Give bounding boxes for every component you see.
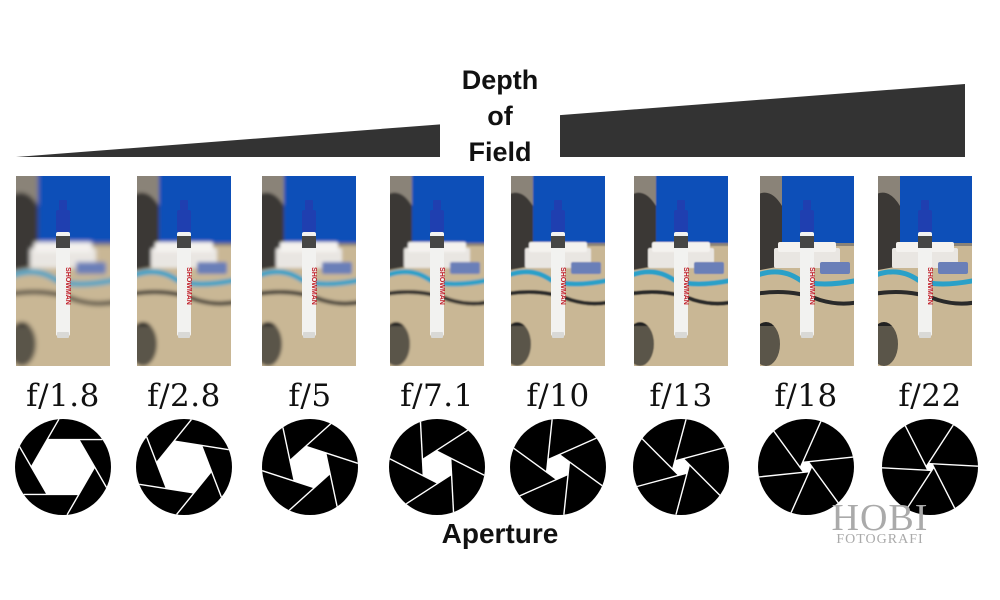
sample-photo: SHOWMAN [390,176,484,366]
fstop-label: f/22 [898,378,962,414]
dof-title-line-1: Depth [461,65,539,95]
watermark-brand: HOBI [831,497,929,539]
aperture-label: Aperture [441,518,559,549]
svg-text:SHOWMAN: SHOWMAN [926,267,933,305]
sample-photo: SHOWMAN [16,176,110,366]
dof-title-line-2: of [487,101,513,131]
sample-photo: SHOWMAN [634,176,728,366]
aperture-diaphragm-icon [758,419,854,515]
sample-photo: SHOWMAN [262,176,356,366]
fstop-label: f/7.1 [400,378,474,414]
fstop-label: f/10 [526,378,590,414]
svg-text:SHOWMAN: SHOWMAN [808,267,815,305]
sample-photo: SHOWMAN [878,176,972,366]
svg-text:SHOWMAN: SHOWMAN [438,267,445,305]
aperture-diaphragm-icon [633,419,729,515]
svg-text:SHOWMAN: SHOWMAN [64,267,71,305]
watermark-sub: FOTOGRAFI [836,532,924,547]
aperture-diaphragm-icon [15,418,111,516]
svg-text:SHOWMAN: SHOWMAN [682,267,689,305]
fstop-label: f/1.8 [26,378,100,414]
sample-photo: SHOWMAN [137,176,231,366]
svg-text:SHOWMAN: SHOWMAN [310,267,317,305]
aperture-diaphragm-icon [510,419,606,515]
fstop-label: f/2.8 [147,378,221,414]
fstop-label: f/13 [649,378,713,414]
dof-title-line-3: Field [468,137,532,167]
aperture-diaphragm-icon [261,419,359,515]
aperture-diaphragm-icon [389,419,485,515]
depth-of-field-title: Depth of Field [440,62,560,170]
aperture-diaphragm-icon [136,419,232,515]
fstop-label: f/5 [288,378,332,414]
sample-photo: SHOWMAN [511,176,605,366]
fstop-label: f/18 [774,378,838,414]
aperture-diaphragm-icon [881,419,979,515]
svg-text:SHOWMAN: SHOWMAN [185,267,192,305]
sample-photo: SHOWMAN [760,176,854,366]
svg-text:SHOWMAN: SHOWMAN [559,267,566,305]
